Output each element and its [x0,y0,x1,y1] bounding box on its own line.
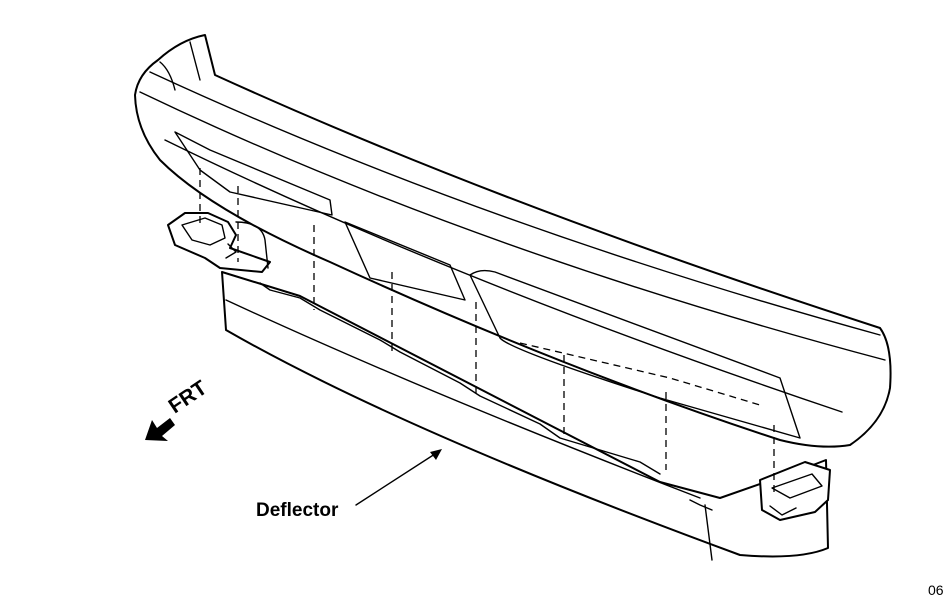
deflector-label: Deflector [256,500,339,521]
alignment-guides [199,168,775,495]
bumper-fascia [134,34,892,448]
arrow-up-right-icon [355,449,442,506]
left-mounting-bracket [167,212,271,273]
arrow-down-left-icon [145,418,175,441]
figure-code: 06 [928,582,944,598]
deflector-panel [221,271,829,561]
right-mounting-bracket [759,461,831,521]
